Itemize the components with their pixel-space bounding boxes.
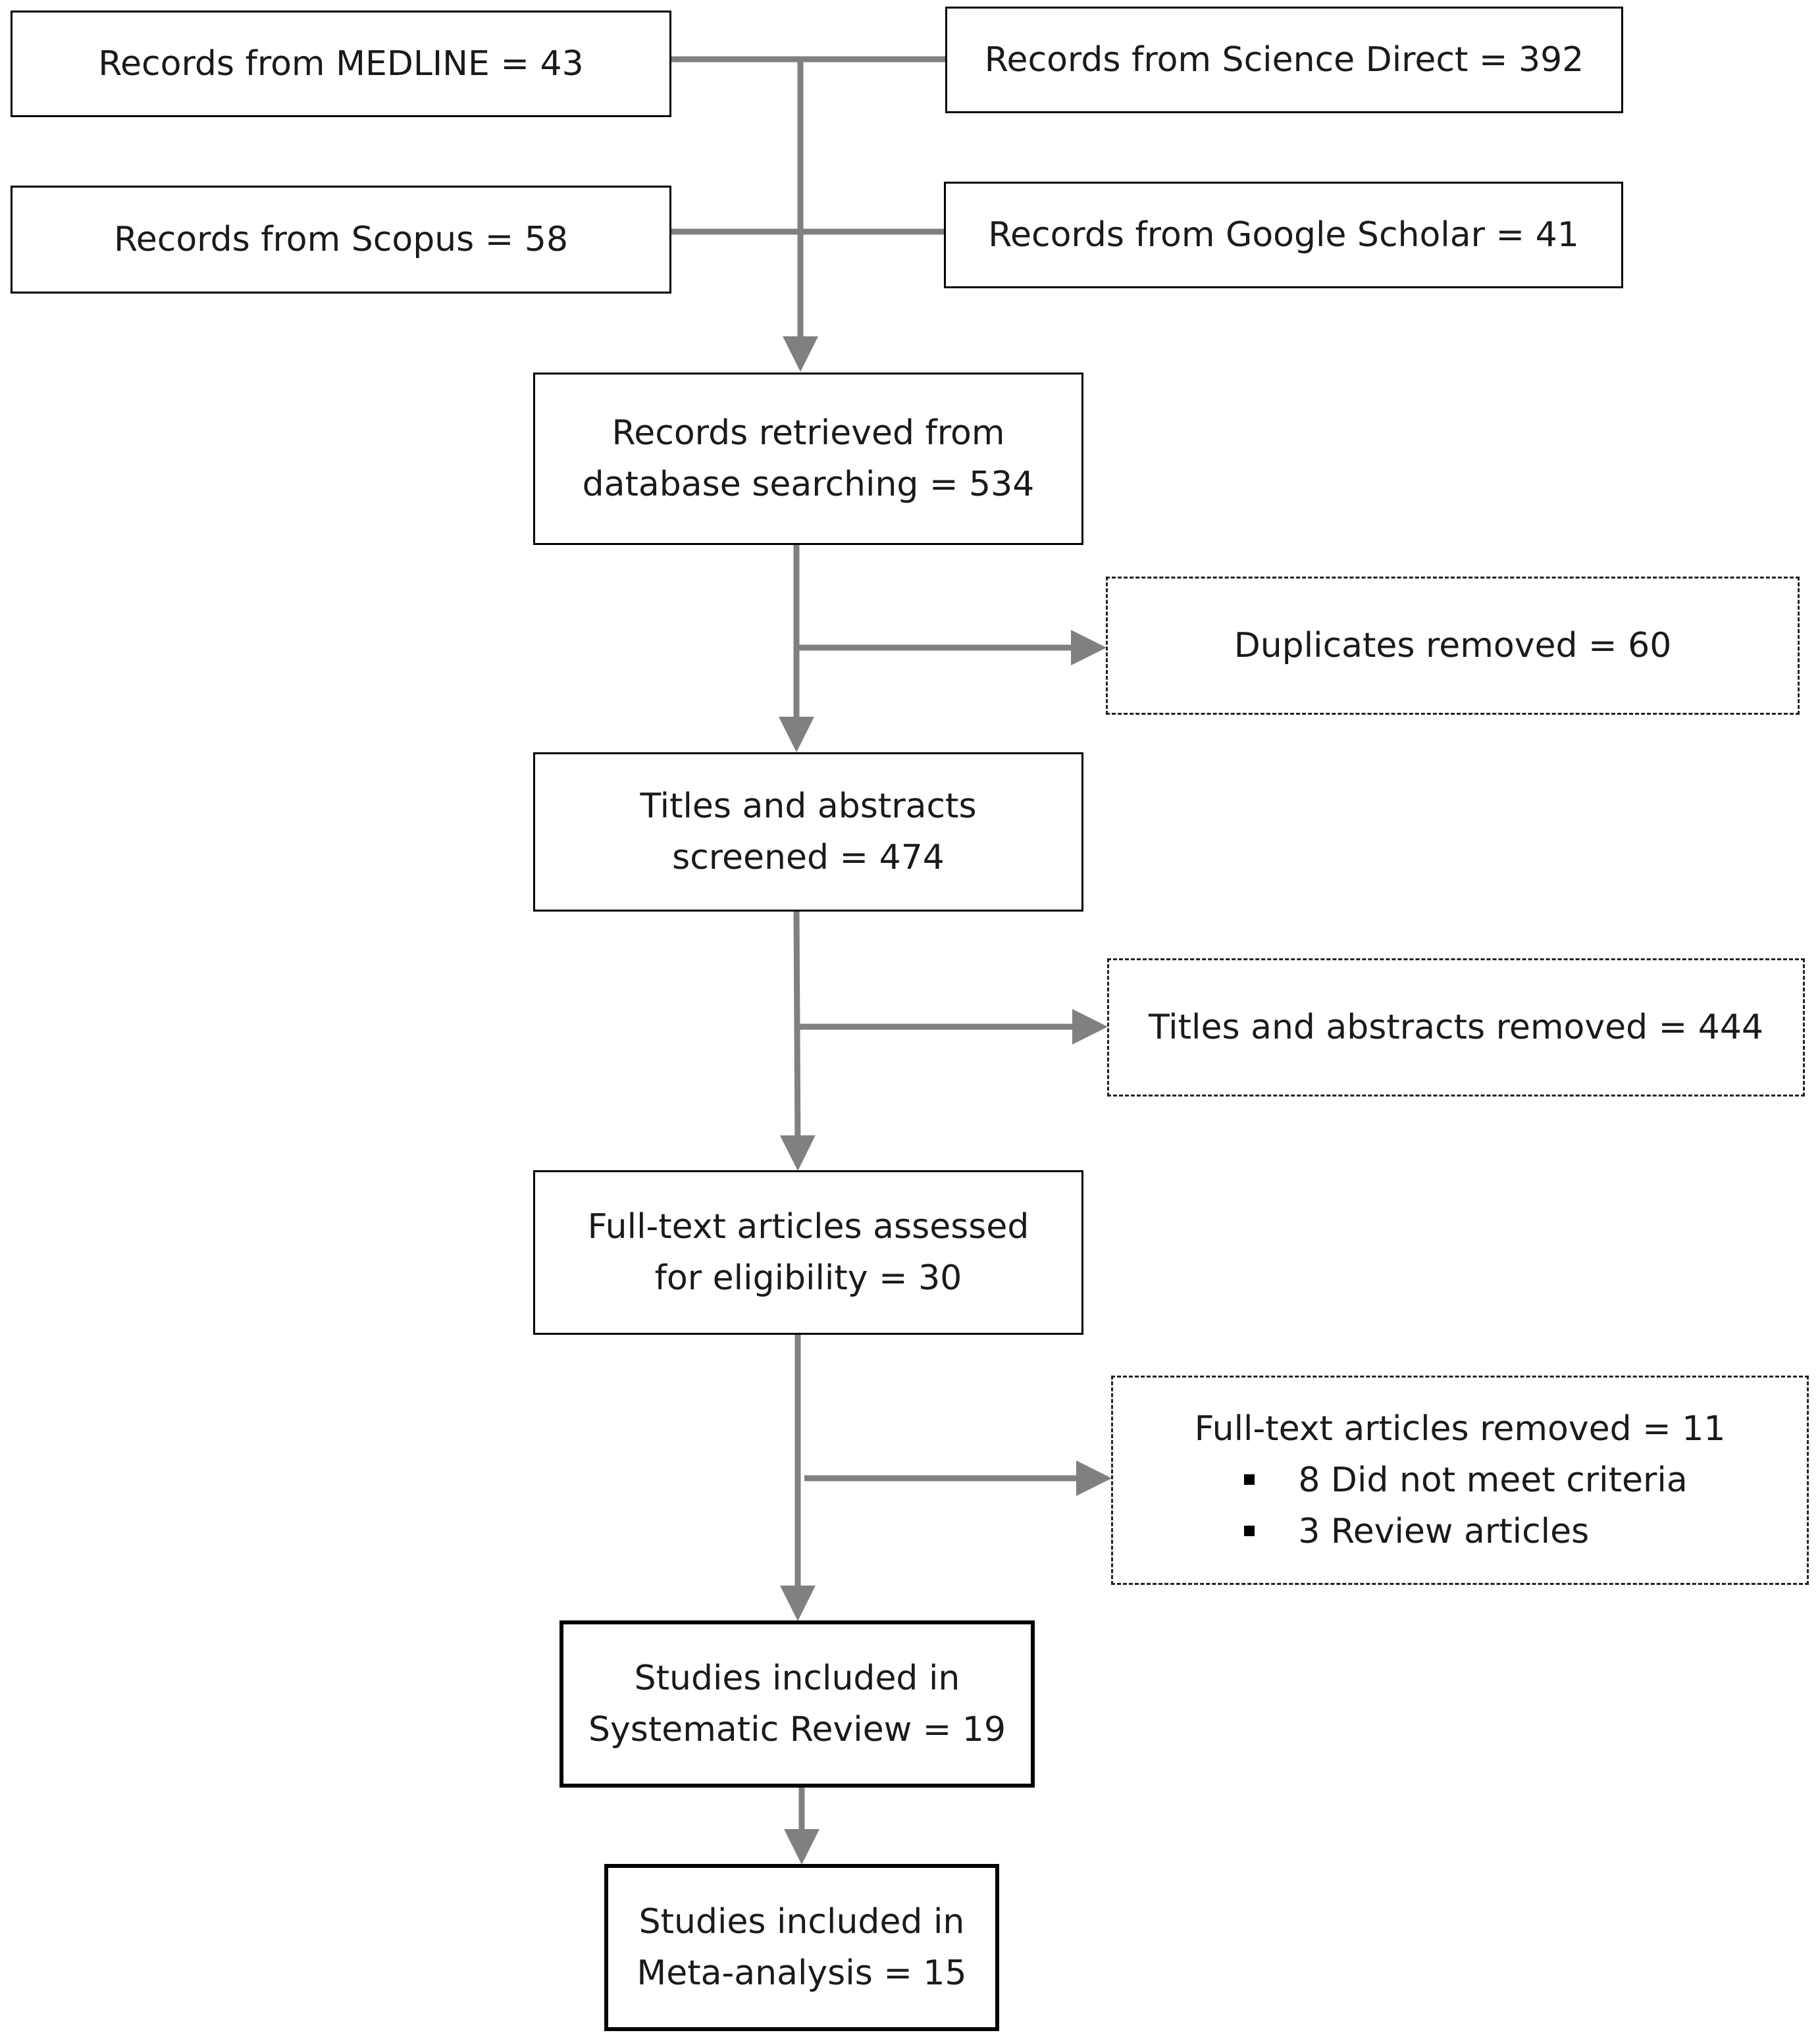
meta-analysis-line-1: Studies included in (638, 1902, 965, 1942)
systematic-review-line-1: Studies included in (634, 1659, 960, 1698)
duplicates-removed-label: Duplicates removed = 60 (1234, 626, 1672, 665)
scopus-box: Records from Scopus = 58 (11, 186, 671, 294)
scopus-label: Records from Scopus = 58 (113, 220, 569, 259)
full-text-removed-title: Full-text articles removed = 11 (1194, 1409, 1726, 1449)
systematic-review-line-2: Systematic Review = 19 (588, 1710, 1006, 1749)
removal-reason-item: 8 Did not meet criteria (1232, 1455, 1688, 1506)
full-text-removed-box: Full-text articles removed = 11 8 Did no… (1111, 1376, 1809, 1585)
screened-to-fulltext-arrow (779, 911, 816, 1171)
medline-box: Records from MEDLINE = 43 (11, 11, 671, 117)
records-retrieved-line-2: database searching = 534 (582, 465, 1035, 504)
medline-label: Records from MEDLINE = 43 (98, 44, 584, 84)
titles-screened-line-1: Titles and abstracts (640, 787, 977, 826)
full-text-assessed-line-1: Full-text articles assessed (587, 1207, 1029, 1247)
removal-reason-item: 3 Review articles (1232, 1506, 1687, 1557)
meta-analysis-line-2: Meta-analysis = 15 (637, 1953, 967, 1993)
full-text-assessed-box: Full-text articles assessed for eligibil… (533, 1170, 1083, 1335)
google-scholar-box: Records from Google Scholar = 41 (944, 182, 1623, 288)
science-direct-label: Records from Science Direct = 392 (984, 40, 1584, 80)
google-scholar-label: Records from Google Scholar = 41 (988, 215, 1579, 255)
meta-analysis-box: Studies included in Meta-analysis = 15 (604, 1864, 999, 2031)
titles-removed-box: Titles and abstracts removed = 444 (1107, 958, 1805, 1097)
records-retrieved-box: Records retrieved from database searchin… (533, 373, 1083, 545)
science-direct-box: Records from Science Direct = 392 (945, 7, 1623, 113)
titles-screened-box: Titles and abstracts screened = 474 (533, 752, 1083, 912)
titles-screened-line-2: screened = 474 (672, 838, 945, 877)
removal-reasons-list: 8 Did not meet criteria 3 Review article… (1232, 1455, 1688, 1557)
full-text-assessed-line-2: for eligibility = 30 (654, 1258, 962, 1298)
titles-removed-label: Titles and abstracts removed = 444 (1149, 1008, 1763, 1047)
records-retrieved-line-1: Records retrieved from (611, 413, 1005, 453)
systematic-review-box: Studies included in Systematic Review = … (559, 1620, 1035, 1788)
duplicates-removed-box: Duplicates removed = 60 (1106, 577, 1800, 715)
